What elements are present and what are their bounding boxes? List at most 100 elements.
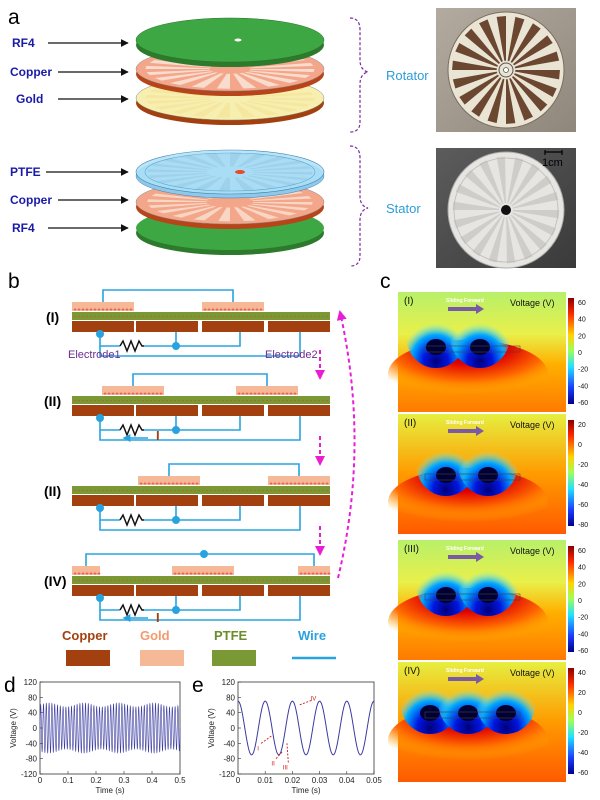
gold-fin [239, 101, 280, 116]
negative-charge: - [222, 578, 224, 584]
positive-charge: + [151, 392, 155, 398]
negative-charge: - [242, 488, 244, 494]
y-tick-label: -120 [21, 770, 38, 779]
positive-charge: + [221, 572, 225, 578]
positive-charge: + [217, 572, 221, 578]
negative-charge: - [250, 578, 252, 584]
stator-fin [252, 196, 312, 202]
y-tick-label: 80 [226, 693, 235, 702]
see-through-ring [144, 152, 316, 192]
negative-charge: - [242, 398, 244, 404]
positive-region [476, 670, 536, 734]
colorbar-tick: -20 [578, 462, 588, 469]
electrode1-label: Electrode1 [68, 349, 121, 361]
negative-charge: - [130, 314, 132, 320]
positive-charge: + [315, 572, 319, 578]
negative-charge: - [254, 488, 256, 494]
sim-stage-label: (III) [404, 544, 419, 555]
negative-charge: - [266, 398, 268, 404]
circuit-stage-4: ++++++++++++++++++++++++++++++----------… [72, 550, 331, 622]
negative-charge: - [130, 578, 132, 584]
negative-charge: - [306, 488, 308, 494]
gold-electrode [72, 302, 134, 311]
negative-charge: - [162, 488, 164, 494]
stator-photo-sector [506, 216, 516, 264]
negative-charge: - [246, 398, 248, 404]
negative-charge: - [134, 314, 136, 320]
circuit-stage-2: ++++++++++++++++++++++++++++++----------… [72, 373, 330, 442]
positive-charge: + [175, 482, 179, 488]
negative-charge: - [214, 314, 216, 320]
positive-charge: + [187, 482, 191, 488]
stator-photo-sector [453, 211, 500, 229]
see-through-fin [156, 174, 211, 184]
gold-fin [233, 102, 257, 118]
positive-charge: + [181, 572, 185, 578]
positive-charge: + [227, 308, 231, 314]
rotator-stack [135, 17, 325, 125]
negative-charge: - [322, 578, 324, 584]
dielectric-outline [424, 345, 521, 353]
colorbar-tick: 20 [578, 690, 586, 697]
negative-charge: - [82, 488, 84, 494]
copper-fin [145, 65, 210, 69]
colorbar [568, 420, 574, 526]
positive-charge: + [123, 392, 127, 398]
stator-photo-sector [472, 215, 503, 257]
stator-photo-sector [512, 210, 560, 219]
colorbar-title: Voltage (V) [510, 298, 555, 308]
ptfe-layer [72, 576, 330, 584]
circuit-stage-1: ++++++++++++++++++++++++++++++----------… [72, 289, 330, 357]
copper-electrode [72, 321, 134, 332]
node-electrode1 [96, 414, 104, 422]
stage-label-3: (II) [44, 483, 61, 499]
negative-charge: - [198, 314, 200, 320]
copper-fin [239, 72, 280, 87]
negative-charge: - [162, 398, 164, 404]
annotation-arrow [260, 735, 273, 744]
positive-charge: + [93, 308, 97, 314]
negative-charge: - [138, 398, 140, 404]
positive-charge: + [107, 392, 111, 398]
negative-charge: - [222, 314, 224, 320]
colorbar-tick: -40 [578, 750, 588, 757]
positive-charge: + [293, 482, 297, 488]
rotator-photo-sector [459, 74, 499, 105]
negative-charge: - [186, 314, 188, 320]
negative-charge: - [266, 488, 268, 494]
rotator-brace [349, 17, 369, 133]
node-electrode2 [172, 342, 180, 350]
x-tick-label: 0 [236, 776, 241, 785]
colorbar [568, 668, 574, 774]
stator-photo-sectors [452, 156, 560, 264]
positive-charge: + [243, 308, 247, 314]
positive-charge: + [301, 482, 305, 488]
negative-charge: - [126, 398, 128, 404]
colorbar-tick: -20 [578, 367, 588, 374]
voltage-series [237, 700, 375, 756]
negative-charge: - [122, 398, 124, 404]
negative-charge: - [90, 398, 92, 404]
positive-charge: + [73, 572, 77, 578]
negative-charge: - [102, 488, 104, 494]
negative-charge: - [178, 314, 180, 320]
positive-charge: + [273, 392, 277, 398]
colorbar-tick: 40 [578, 670, 586, 677]
negative-charge: - [118, 488, 120, 494]
gold-fin [250, 98, 315, 102]
copper-fin [233, 73, 257, 89]
annotation-label: II [271, 762, 275, 768]
annotation-label: I [257, 746, 259, 752]
legend-wire-label: Wire [298, 628, 326, 643]
negative-charge: - [282, 488, 284, 494]
gold-fin [248, 99, 311, 107]
negative-charge: - [322, 398, 324, 404]
material-legend: Copper Gold PTFE Wire [62, 628, 336, 666]
negative-charge: - [150, 314, 152, 320]
positive-charge: + [163, 482, 167, 488]
panel-b-circuits: ++++++++++++++++++++++++++++++----------… [72, 289, 331, 622]
negative-charge: - [134, 398, 136, 404]
x-tick-label: 0.05 [366, 776, 382, 785]
negative-charge: - [90, 488, 92, 494]
